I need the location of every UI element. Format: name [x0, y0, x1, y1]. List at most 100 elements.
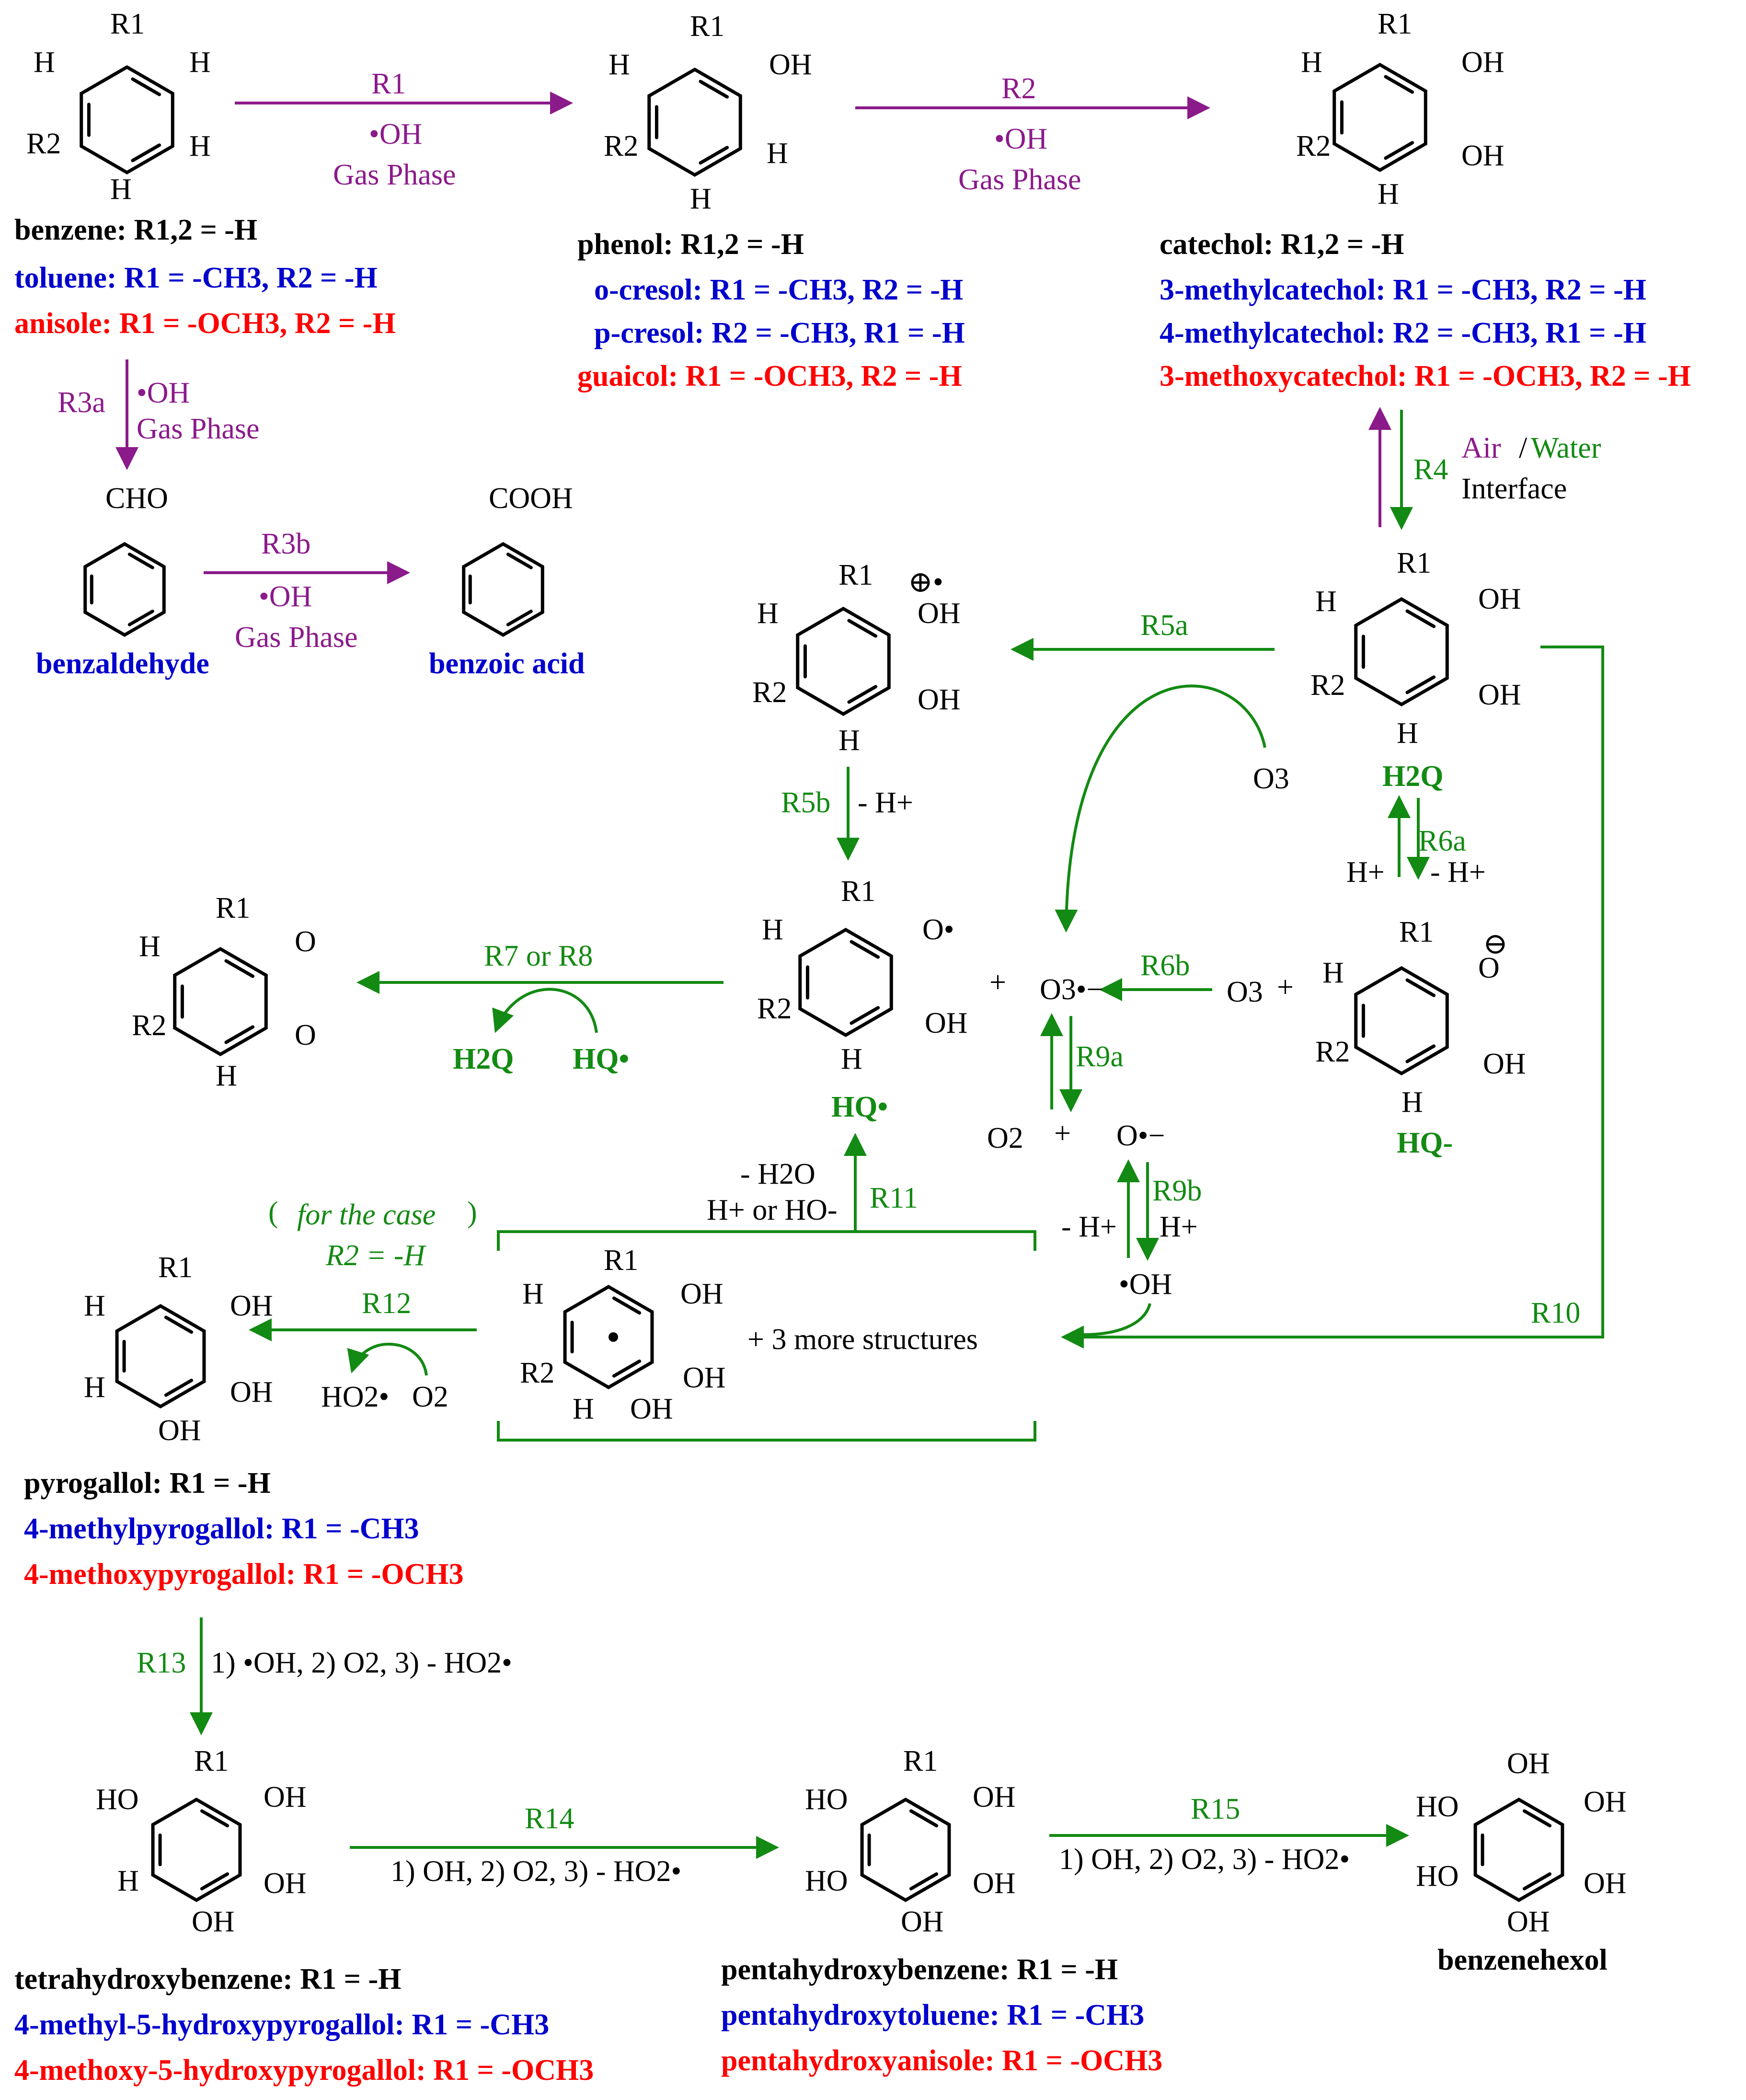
double-bond — [909, 1809, 939, 1828]
double-bond — [1405, 1044, 1436, 1063]
atom-oh: OH — [1478, 679, 1521, 711]
atom-oh: OH — [1461, 139, 1505, 172]
atom-r2: R2 — [1310, 669, 1345, 702]
atom-oh: OH — [769, 48, 812, 81]
hq-anion-structure: R1 ⊖ H O R2 OH H — [1315, 916, 1526, 1119]
r3b-label: R3b — [261, 528, 310, 560]
r9b-minus-h-plus: - H+ — [1061, 1211, 1117, 1243]
benzene-ring — [860, 1797, 951, 1903]
benzene-label: benzene: R1,2 = -H — [14, 214, 257, 246]
r6a-minus-h-plus: - H+ — [1430, 856, 1486, 888]
atom-h: H — [110, 173, 132, 206]
pyrogallol-label: pyrogallol: R1 = -H — [24, 1467, 271, 1500]
adduct-bracket-top — [497, 1230, 1036, 1251]
benzene-ring — [647, 67, 742, 177]
benzenehexol-label: benzenehexol — [1437, 1944, 1608, 1976]
case-note-line1: for the case — [297, 1199, 436, 1231]
double-bond — [612, 1359, 642, 1378]
plus-radical: ⊕• — [908, 566, 943, 599]
r7-r8-hq-radical: HQ• — [573, 1043, 629, 1075]
atom-oh: OH — [1584, 1786, 1627, 1818]
atom-r1: R1 — [110, 8, 145, 40]
atom-oh: OH — [230, 1290, 273, 1322]
guaicol-label: guaicol: R1 = -OCH3, R2 = -H — [577, 360, 962, 392]
atom-h: H — [1378, 178, 1399, 210]
anisole-label: anisole: R1 = -OCH3, R2 = -H — [14, 307, 396, 340]
atom-oh: OH — [1584, 1867, 1627, 1900]
pyrogallol-structure: R1 H OH H OH OH — [84, 1251, 273, 1447]
atom-r1: R1 — [690, 10, 724, 43]
atom-oh: OH — [1483, 1048, 1526, 1080]
atom-oh: OH — [683, 1362, 726, 1394]
atom-r1: R1 — [194, 1745, 229, 1777]
atom-h: H — [762, 913, 783, 946]
p-cresol-label: p-cresol: R2 = -CH3, R1 = -H — [594, 317, 965, 349]
r7-r8-h2q: H2Q — [453, 1043, 514, 1075]
oh-radical: •OH — [1119, 1268, 1172, 1301]
radical-cation-structure: R1 ⊕• H OH R2 OH H — [752, 559, 961, 757]
r1-condition: Gas Phase — [333, 159, 456, 191]
atom-h: H — [573, 1393, 594, 1425]
atom-oh: OH — [901, 1905, 944, 1938]
r6b-o3: O3 — [1227, 976, 1263, 1008]
double-bond — [131, 77, 161, 96]
benzene-ring — [796, 606, 891, 716]
double-bond — [1384, 75, 1414, 94]
r5a-curve-arrow — [1055, 684, 1266, 933]
atom-h: H — [767, 137, 788, 170]
atom-r1: R1 — [1399, 916, 1434, 948]
plus-sign: + — [989, 966, 1006, 999]
oh-adduct-structure: R1 H OH R2 OH H OH — [520, 1244, 726, 1425]
r6a-h-plus: H+ — [1346, 856, 1385, 888]
atom-r1: R1 — [1397, 547, 1431, 579]
r11-h-or-ho: H+ or HO- — [707, 1194, 838, 1226]
double-bond — [164, 1315, 194, 1334]
o-cresol-label: o-cresol: R1 = -CH3, R2 = -H — [594, 274, 963, 306]
r7-r8-curve — [492, 988, 598, 1033]
r2-label: R2 — [1001, 72, 1036, 105]
double-bond — [699, 80, 729, 99]
double-bond — [200, 1809, 230, 1828]
catechol-label: catechol: R1,2 = -H — [1160, 228, 1404, 261]
r10-arrow — [1061, 646, 1604, 1349]
double-bond — [1522, 1872, 1552, 1891]
tetrahydroxybenzene-structure: R1 HO OH H OH OH — [96, 1745, 307, 1938]
r13-steps: 1) •OH, 2) O2, 3) - HO2• — [211, 1647, 512, 1679]
atom-oh: OH — [918, 683, 961, 716]
o-radical-anion: O•− — [1116, 1119, 1165, 1152]
r14-steps: 1) OH, 2) O2, 3) - HO2• — [391, 1855, 681, 1888]
r3a-condition: Gas Phase — [137, 413, 260, 445]
benzaldehyde-label: benzaldehyde — [36, 647, 209, 680]
double-bond — [506, 553, 533, 569]
more-structures-label: + 3 more structures — [747, 1323, 978, 1356]
4-methylcatechol-label: 4-methylcatechol: R2 = -CH3, R1 = -H — [1160, 317, 1646, 349]
double-bond — [850, 1006, 880, 1025]
atom-ho: HO — [805, 1783, 848, 1816]
r10-label: R10 — [1531, 1297, 1580, 1329]
benzenehexol-structure: OH HO OH HO OH OH — [1416, 1747, 1627, 1938]
minus-circle: ⊖ — [1483, 928, 1508, 960]
benzene-ring — [1354, 966, 1449, 1076]
r15-label: R15 — [1191, 1793, 1240, 1825]
4-methoxypyrogallol-label: 4-methoxypyrogallol: R1 = -OCH3 — [24, 1558, 464, 1591]
atom-h: H — [757, 597, 779, 630]
3-methoxycatechol-label: 3-methoxycatechol: R1 = -OCH3, R2 = -H — [1160, 360, 1691, 392]
double-bond — [699, 146, 729, 165]
atom-oh: OH — [1507, 1905, 1550, 1938]
atom-ho: HO — [96, 1783, 139, 1816]
atom-r2: R2 — [132, 1009, 166, 1042]
double-bond — [506, 610, 533, 626]
case-note-line2: R2 = -H — [325, 1239, 426, 1272]
atom-h: H — [139, 930, 161, 963]
atom-r2: R2 — [1296, 130, 1331, 162]
double-bond — [1405, 675, 1436, 694]
atom-h: H — [189, 46, 211, 79]
r3b-condition: Gas Phase — [235, 621, 358, 654]
hq-radical-label: HQ• — [831, 1091, 888, 1123]
r4-water: Water — [1531, 432, 1601, 464]
benzene-ring — [80, 65, 174, 175]
benzene-ring — [83, 542, 166, 637]
benzene-ring — [173, 946, 268, 1057]
r13-label: R13 — [137, 1647, 186, 1679]
atom-oh: OH — [630, 1393, 673, 1425]
